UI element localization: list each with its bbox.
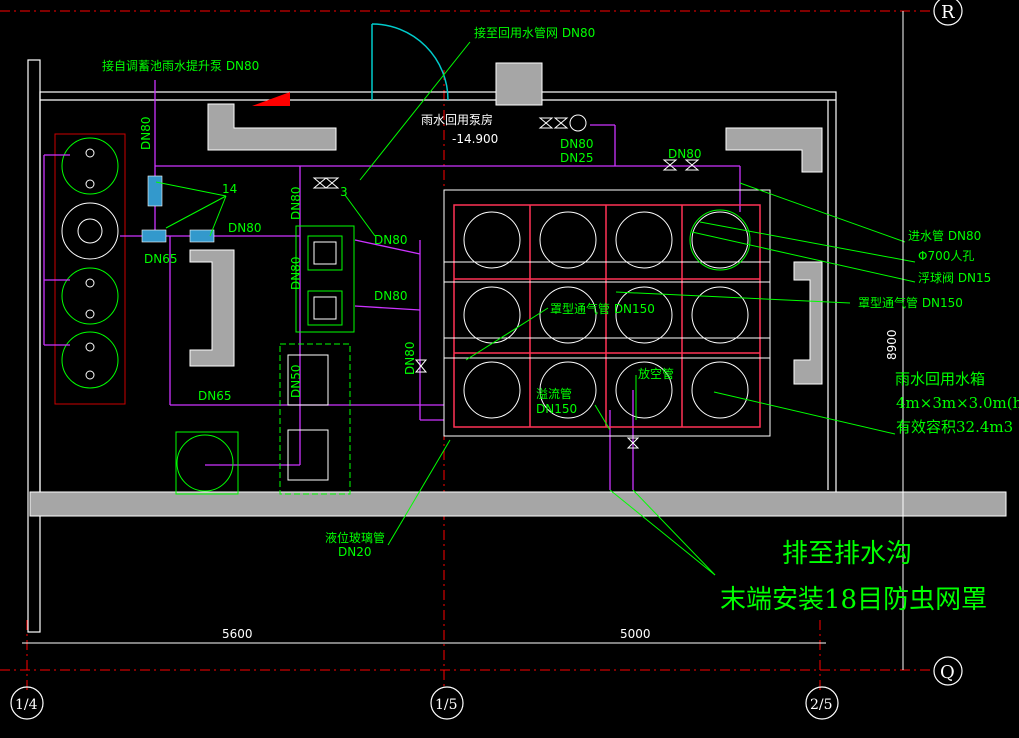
label-manhole: Φ700人孔 (918, 249, 974, 263)
flex-joints (141, 175, 215, 243)
label-insect-screen: 末端安装18目防虫网罩 (720, 585, 987, 615)
lift-pump-group (54, 133, 126, 405)
label-tank-size: 4m×3m×3.0m(h) (896, 394, 1019, 412)
booster-pumps (175, 225, 355, 495)
label-dn65-b: DN65 (198, 389, 232, 403)
label-dn80-vert-left: DN80 (139, 117, 153, 151)
label-dn80-a: DN80 (560, 137, 594, 151)
label-dn80-vert-lower: DN80 (289, 257, 303, 291)
label-dn80-vert-main: DN80 (403, 342, 417, 376)
label-pump-room: 雨水回用泵房 (421, 112, 493, 127)
axis-label-q: Q (940, 662, 955, 683)
axis-label-1-5: 1/5 (435, 697, 458, 713)
label-elevation: -14.900 (452, 132, 498, 146)
label-vent-right: 罩型通气管 DN150 (858, 295, 963, 310)
label-return-network: 接至回用水管网 DN80 (474, 25, 595, 40)
label-vent-mid: 罩型通气管 DN150 (550, 301, 655, 316)
axis-label-2-5: 2/5 (810, 697, 833, 713)
label-dim-right: 5000 (620, 627, 651, 641)
wall-stubs (189, 62, 823, 385)
label-dn80-pump1: DN80 (374, 233, 408, 247)
axis-label-r: R (941, 2, 955, 23)
label-overflow-dn: DN150 (536, 402, 577, 416)
label-tank-title: 雨水回用水箱 (895, 370, 985, 388)
label-inlet-pipe: 进水管 DN80 (908, 228, 981, 243)
label-dn80-pump2: DN80 (374, 289, 408, 303)
label-pump-inlet: 接自调蓄池雨水提升泵 DN80 (102, 58, 259, 73)
label-dn80-vert-mid: DN80 (289, 187, 303, 221)
label-num-14: 14 (222, 182, 237, 196)
label-overflow: 溢流管 (536, 386, 572, 401)
label-level-gauge: 液位玻璃管 (325, 530, 385, 545)
leader-lines (155, 41, 916, 576)
label-dim-left: 5600 (222, 627, 253, 641)
label-num-3: 3 (340, 185, 348, 199)
dimensions (22, 11, 904, 670)
door-swing (371, 23, 449, 101)
label-level-gauge-dn: DN20 (338, 545, 372, 559)
axis-label-1-4: 1/4 (15, 697, 38, 713)
label-discharge: 排至排水沟 (782, 539, 912, 569)
label-float-valve: 浮球阀 DN15 (918, 271, 991, 285)
red-marker (252, 92, 290, 106)
label-dn80-b: DN80 (668, 147, 702, 161)
label-drain: 放空管 (638, 366, 674, 381)
label-tank-volume: 有效容积32.4m3 (896, 418, 1013, 436)
floor-slab (29, 491, 1007, 517)
axis-bubbles (10, 0, 963, 720)
label-dim-height: 8900 (885, 329, 899, 360)
label-dn80-horiz: DN80 (228, 221, 262, 235)
label-dn25: DN25 (560, 151, 594, 165)
label-dn65-a: DN65 (144, 252, 178, 266)
label-dn50: DN50 (289, 365, 303, 399)
water-tank (443, 189, 771, 437)
valves (312, 114, 700, 449)
